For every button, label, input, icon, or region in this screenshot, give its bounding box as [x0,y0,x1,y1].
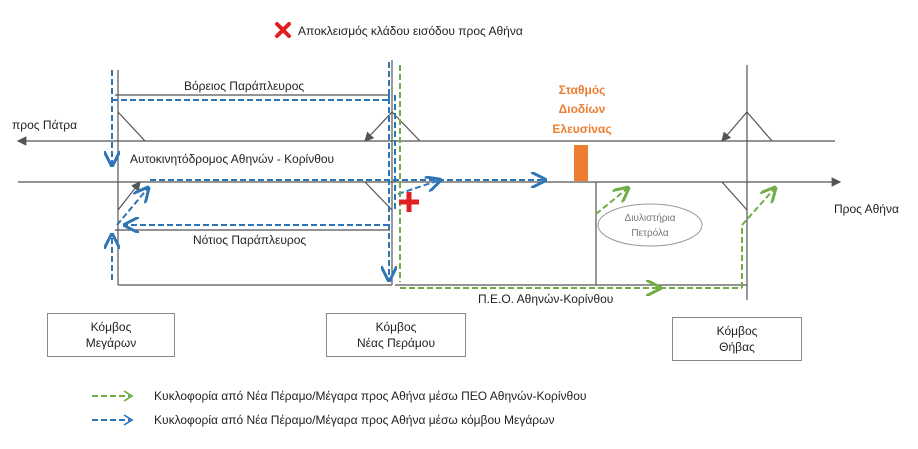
svg-text:Διυλιστήρια: Διυλιστήρια [625,212,676,224]
toll-station-label: Σταθμός Διοδίων Ελευσίνας [552,83,611,136]
toll-booth [574,145,588,181]
legend-green-text: Κυκλοφορία από Νέα Πέραμο/Μέγαρα προς Αθ… [154,389,587,403]
green-route [399,65,775,288]
to-athens-label: Προς Αθήνα [834,202,899,216]
red-x-icon [275,22,291,38]
north-service-label: Βόρειος Παράπλευρος [184,79,304,93]
south-service-label: Νότιος Παράπλευρος [193,233,306,247]
to-patra-label: προς Πάτρα [12,118,77,132]
blue-dashed-arrow-icon [92,414,134,426]
blue-route [112,62,545,280]
legend-blue-text: Κυκλοφορία από Νέα Πέραμο/Μέγαρα προς Αθ… [154,413,555,427]
old-road-label: Π.Ε.Ο. Αθηνών-Κορίνθου [478,292,613,306]
legend-green-route: Κυκλοφορία από Νέα Πέραμο/Μέγαρα προς Αθ… [90,387,586,405]
legend-blue-route: Κυκλοφορία από Νέα Πέραμο/Μέγαρα προς Αθ… [90,411,555,429]
refinery: Διυλιστήρια Πετρόλα [597,203,703,247]
closure-text: Αποκλεισμός κλάδου εισόδου προς Αθήνα [298,24,523,38]
svg-text:Σταθμός: Σταθμός [559,83,606,97]
closure-legend: Αποκλεισμός κλάδου εισόδου προς Αθήνα [275,22,523,38]
svg-text:Ελευσίνας: Ελευσίνας [552,122,611,136]
svg-text:Πετρόλα: Πετρόλα [631,227,669,239]
road-network [16,60,842,300]
motorway-label: Αυτοκινητόδρομος Αθηνών - Κορίνθου [130,152,334,166]
svg-text:Διοδίων: Διοδίων [559,102,606,116]
closure-cross-icon [399,192,419,212]
green-dashed-arrow-icon [92,390,134,402]
